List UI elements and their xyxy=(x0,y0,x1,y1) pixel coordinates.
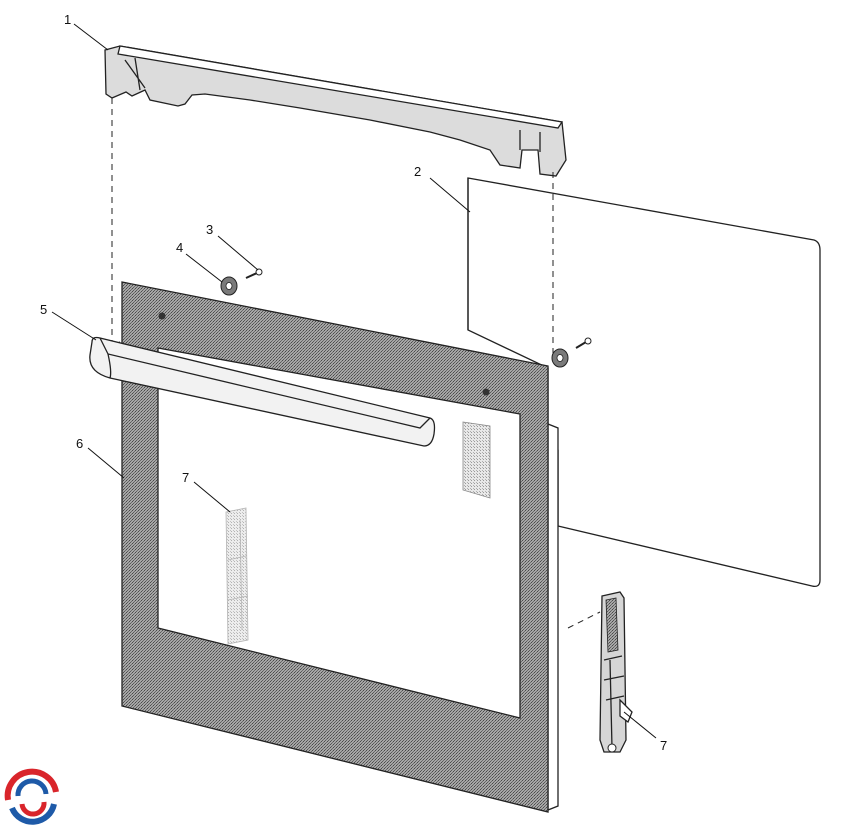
leader-lines xyxy=(51,23,657,739)
top-door-trim xyxy=(104,45,567,177)
brand-logo xyxy=(4,768,60,826)
left-hinge-ghost xyxy=(225,507,249,645)
screw-left xyxy=(245,268,263,279)
callout-1: 1 xyxy=(64,12,71,27)
callout-4: 4 xyxy=(176,240,183,255)
callout-7-left-hinge: 7 xyxy=(182,470,189,485)
callout-2: 2 xyxy=(414,164,421,179)
washer-left xyxy=(220,276,238,296)
screw-right xyxy=(575,337,592,349)
callout-6: 6 xyxy=(76,436,83,451)
callout-5: 5 xyxy=(40,302,47,317)
callout-3: 3 xyxy=(206,222,213,237)
callout-7-right-hinge: 7 xyxy=(660,738,667,753)
door-handle xyxy=(89,336,436,447)
washer-right xyxy=(551,348,569,368)
door-hinge xyxy=(599,591,633,753)
